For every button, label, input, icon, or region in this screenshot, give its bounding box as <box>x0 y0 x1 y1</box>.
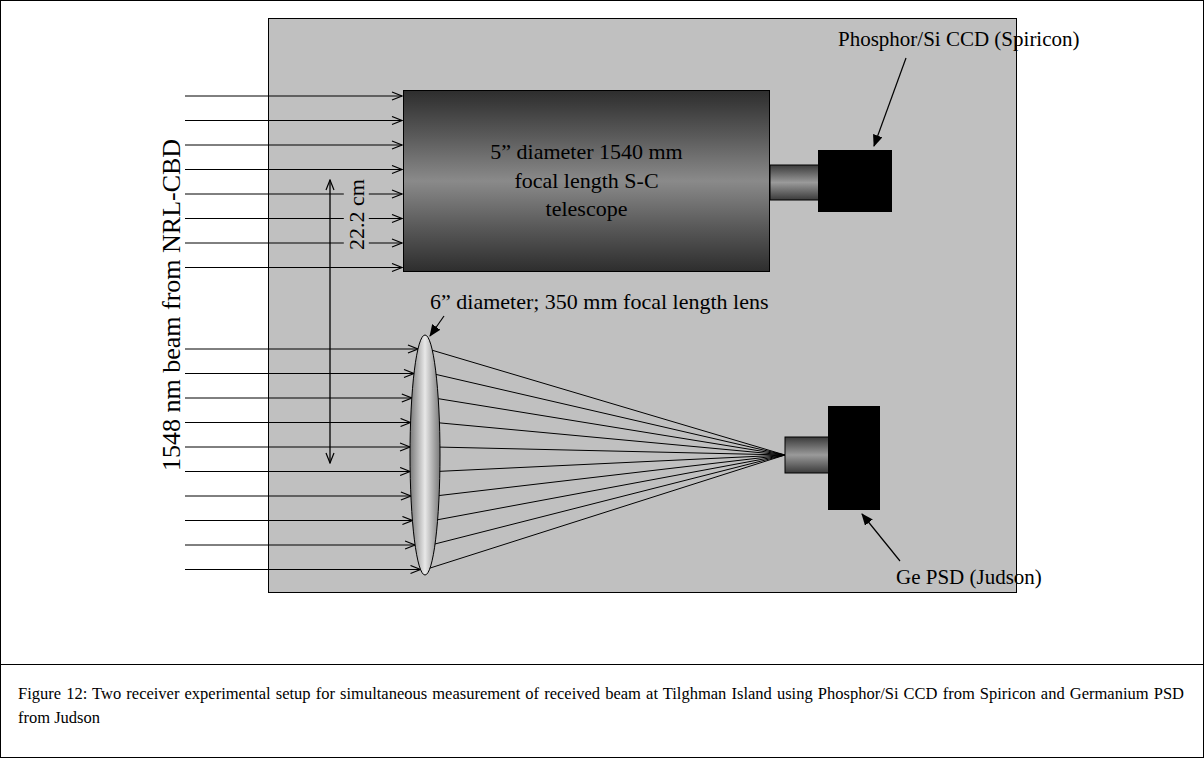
focused-rays <box>425 349 785 570</box>
beam-ray <box>185 447 410 448</box>
beam-ray <box>431 455 785 545</box>
beam-ray <box>185 373 414 374</box>
beam-ray <box>435 423 785 456</box>
beam-ray <box>435 455 785 496</box>
beam-ray <box>185 545 415 546</box>
lens <box>410 335 440 575</box>
ccd-label: Phosphor/Si CCD (Spiricon) <box>838 27 1080 51</box>
beam-ray <box>185 422 411 423</box>
telescope-box: 5” diameter 1540 mm focal length S-C tel… <box>403 90 770 272</box>
beam-ray <box>185 169 402 170</box>
ccd-leader <box>874 58 906 146</box>
optical-table <box>269 19 1017 593</box>
lens-label: 6” diameter; 350 mm focal length lens <box>430 289 768 314</box>
beam-ray <box>185 398 412 399</box>
beam-ray <box>185 496 411 497</box>
figure-caption: Figure 12: Two receiver experimental set… <box>18 682 1184 730</box>
upper-beam-arrows <box>185 96 402 268</box>
dimension-label: 22.2 cm <box>343 180 368 251</box>
ccd-camera <box>818 150 892 212</box>
beam-ray <box>185 96 402 97</box>
beam-ray <box>185 243 402 244</box>
separation-dimension <box>329 180 330 463</box>
lens-leader <box>430 316 444 336</box>
beam-ray <box>185 349 418 350</box>
beam-ray <box>428 349 785 455</box>
beam-source-label: 1548 nm beam from NRL-CBD <box>157 139 187 471</box>
beam-ray <box>434 398 785 455</box>
beam-ray <box>436 447 785 455</box>
beam-ray <box>185 194 402 195</box>
ge-psd-detector <box>828 406 880 510</box>
beam-ray <box>185 120 402 121</box>
caption-separator <box>0 664 1204 665</box>
beam-ray <box>425 455 785 570</box>
psd-leader <box>862 514 900 561</box>
eyepiece-tube <box>770 165 820 200</box>
beam-ray <box>185 267 402 268</box>
beam-ray <box>436 455 785 472</box>
psd-label: Ge PSD (Judson) <box>896 565 1042 589</box>
beam-ray <box>185 520 412 521</box>
beam-ray <box>185 471 410 472</box>
beam-ray <box>185 145 402 146</box>
lower-beam-arrows <box>185 349 421 570</box>
beam-ray <box>432 374 785 456</box>
beam-ray <box>185 569 421 570</box>
beam-ray <box>185 218 402 219</box>
psd-tube <box>785 437 830 473</box>
telescope-label: 5” diameter 1540 mm focal length S-C tel… <box>487 138 687 224</box>
